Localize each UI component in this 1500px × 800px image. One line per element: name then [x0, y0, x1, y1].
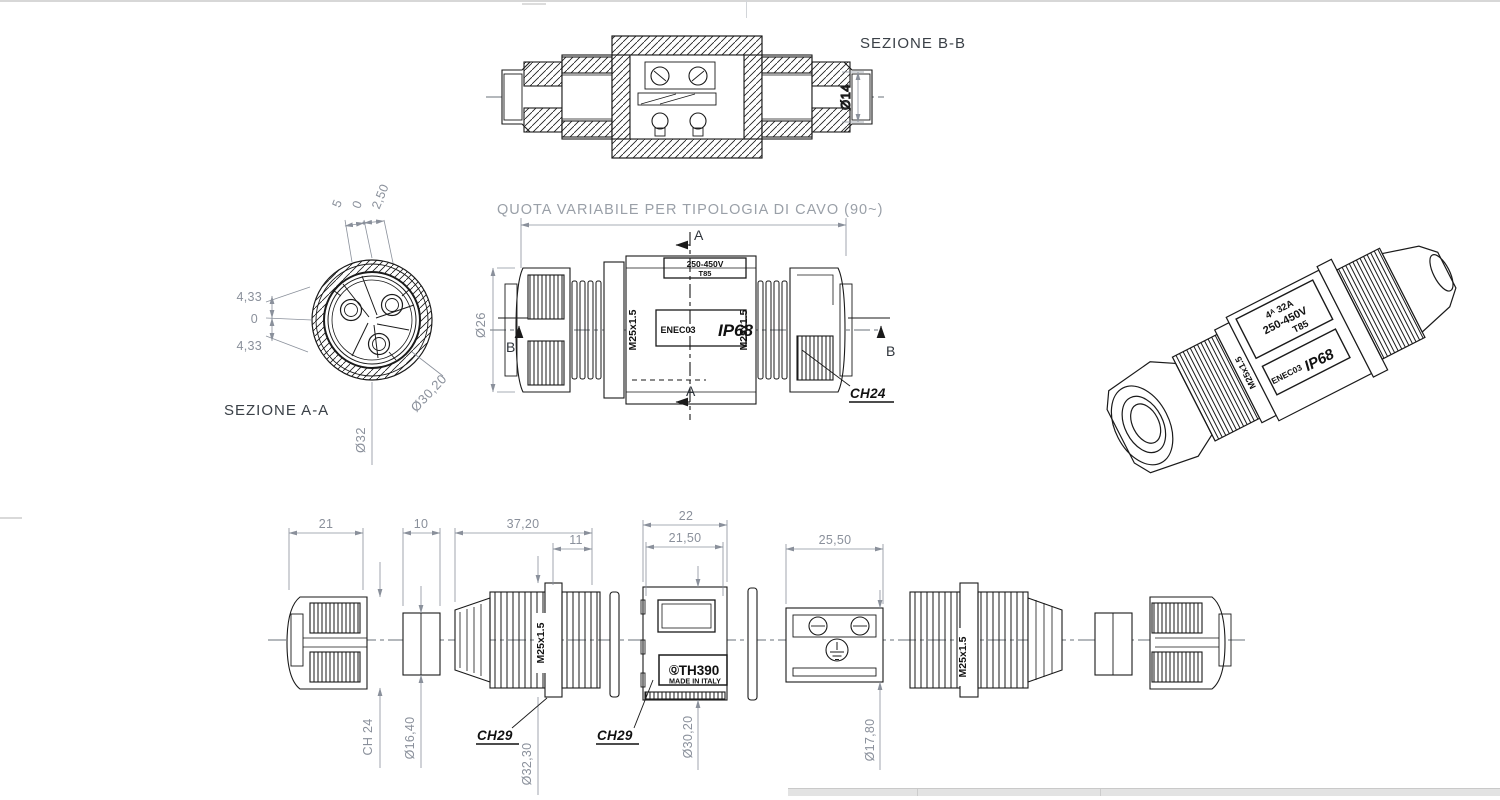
model-label: TH390	[679, 663, 720, 678]
window-top-edge	[0, 0, 1500, 2]
dim-dia1780: Ø17,80	[863, 719, 877, 762]
exploded-thread-right-label: M25x1.5	[957, 636, 969, 677]
side-view-note: QUOTA VARIABILE PER TIPOLOGIA DI CAVO (9…	[497, 202, 883, 218]
section-bb-title: SEZIONE B-B	[860, 35, 966, 52]
aa-dim-433-bottom: 4,33	[236, 339, 262, 353]
side-view-body	[490, 255, 880, 405]
dim-22: 22	[679, 509, 694, 523]
isometric-view	[1106, 245, 1457, 474]
aa-dim-dia32: Ø32	[353, 427, 368, 453]
aa-dim-0-top: 0	[349, 199, 365, 211]
section-aa-view	[311, 259, 433, 381]
dim-dia14	[842, 71, 864, 123]
ch29-right-label: CH29	[597, 728, 633, 743]
side-thread-right-label: M25x1.5	[738, 309, 750, 350]
dim-2550: 25,50	[819, 533, 852, 547]
dim-ch24-cap: CH 24	[361, 719, 375, 756]
dim-3720: 37,20	[507, 517, 540, 531]
dim-dia1640: Ø16,40	[403, 717, 417, 760]
aa-dim-433-top: 4,33	[236, 290, 262, 304]
dim-dia3020: Ø30,20	[681, 716, 695, 759]
cut-a-label-bottom: A	[686, 383, 696, 399]
origin-label: MADE IN ITALY	[669, 677, 721, 686]
side-thread-left-label: M25x1.5	[627, 309, 639, 350]
exploded-thread-left-label: M25x1.5	[535, 622, 547, 663]
exploded-view	[268, 582, 1245, 701]
cut-line-b	[498, 317, 890, 339]
sheet-center-tick	[522, 3, 546, 5]
dim-10: 10	[414, 517, 429, 531]
ch24-label: CH24	[850, 386, 886, 401]
cut-b-label-left: B	[506, 339, 515, 355]
exploded-dims-h	[288, 520, 884, 606]
side-temp-label: T85	[699, 269, 712, 278]
side-ip68-label: IP68	[718, 321, 754, 340]
bottom-bar-divider	[917, 789, 918, 796]
sheet-center-mark	[746, 0, 747, 18]
dim-21: 21	[319, 517, 334, 531]
aa-dim-5: 5	[329, 198, 345, 210]
cut-b-label-right: B	[886, 343, 895, 359]
exploded-dims-v	[377, 556, 883, 795]
section-aa-dims	[265, 219, 444, 465]
cert-q-icon: Ⓠ	[669, 664, 679, 677]
aa-dim-dia3020: Ø30,20	[408, 371, 450, 415]
ch29-right-leader	[633, 679, 654, 729]
dim-2150: 21,50	[669, 531, 702, 545]
dim-11: 11	[569, 533, 583, 547]
ch29-left-label: CH29	[477, 728, 513, 743]
ch24-leader	[801, 349, 851, 387]
side-view-dim-overall	[520, 218, 847, 268]
dim-dia3230: Ø32,30	[520, 743, 534, 786]
aa-dim-0-left: 0	[251, 312, 258, 326]
enec-logo: ENEC03	[660, 325, 695, 335]
cut-line-a	[675, 232, 691, 420]
dim-dia26-label: Ø26	[473, 312, 488, 338]
section-bb-view: Ø14	[486, 35, 884, 159]
dim-dia26	[490, 267, 515, 393]
window-bottom-bar	[788, 788, 1500, 796]
aa-dim-250: 2,50	[369, 182, 392, 211]
sheet-left-tick	[0, 517, 22, 519]
bottom-bar-divider	[1100, 789, 1101, 796]
dim-dia14-label: Ø14	[838, 84, 853, 110]
cut-a-label-top: A	[694, 227, 704, 243]
ch29-left-leader	[511, 697, 548, 729]
side-rating-label: 250-450V	[687, 259, 724, 269]
section-aa-title: SEZIONE A-A	[224, 402, 329, 419]
